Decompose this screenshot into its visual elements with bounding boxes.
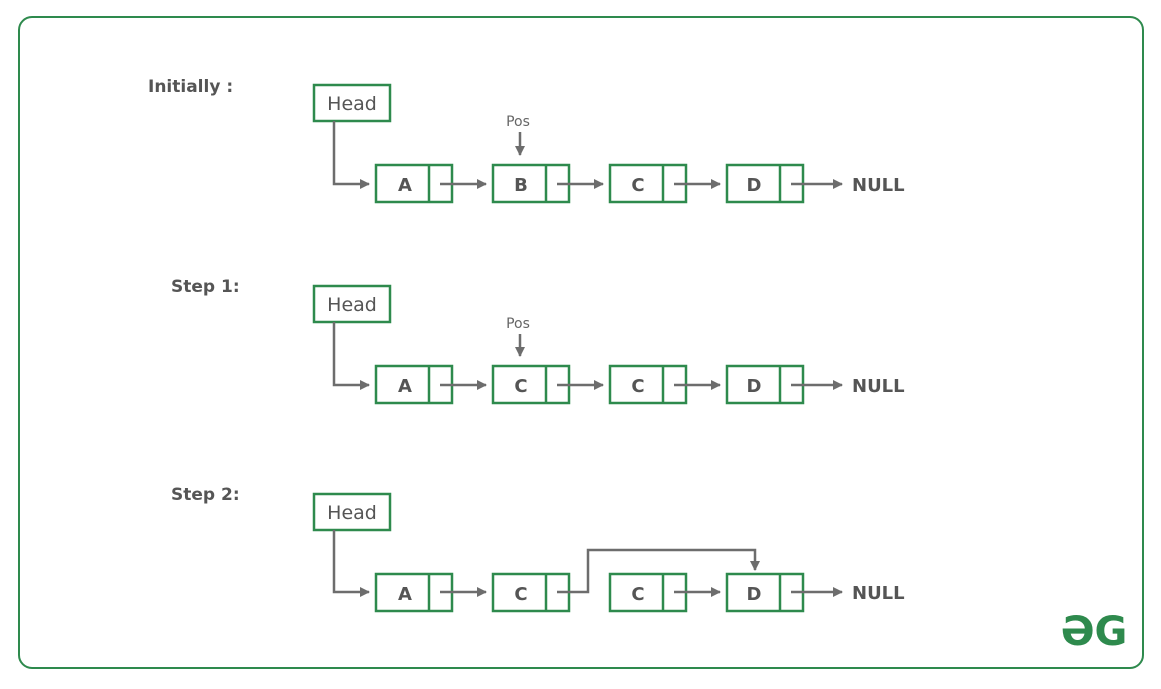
- node-box: [725, 572, 805, 613]
- head-arrow: [332, 322, 370, 390]
- node-4: D: [725, 364, 805, 405]
- node-box: [374, 572, 454, 613]
- node-4: D: [725, 163, 805, 204]
- node-value: A: [398, 376, 412, 397]
- node-2: C: [491, 364, 571, 405]
- head-arrow: [332, 530, 370, 597]
- pos-label: Pos: [506, 114, 530, 130]
- node-value: B: [514, 175, 528, 196]
- diagram-step-1: Step 1: Head Pos A C C D NULL: [171, 277, 905, 405]
- diagram-initially: Initially : Head Pos A B C D NU: [148, 77, 905, 204]
- node-1: A: [374, 572, 454, 613]
- head-arrow: [332, 121, 370, 189]
- gfg-logo: ƏG: [1061, 609, 1128, 655]
- node-value: C: [631, 376, 644, 397]
- node-value: C: [631, 584, 644, 605]
- head-label: Head: [327, 502, 377, 524]
- node-value: D: [747, 584, 762, 605]
- node-box: [491, 364, 571, 405]
- row-label: Step 1:: [171, 277, 240, 297]
- pos-label: Pos: [506, 316, 530, 332]
- node-value: C: [514, 584, 527, 605]
- node-3: C: [608, 364, 688, 405]
- bypass-arrow: [557, 548, 760, 594]
- null-label: NULL: [852, 583, 905, 604]
- node-box: [725, 364, 805, 405]
- head-label: Head: [327, 93, 377, 115]
- node-1: A: [374, 364, 454, 405]
- row-label: Step 2:: [171, 485, 240, 505]
- node-value: D: [747, 376, 762, 397]
- head-box: [312, 492, 392, 532]
- node-box: [608, 572, 688, 613]
- node-value: C: [631, 175, 644, 196]
- diagram-frame: [18, 16, 1144, 669]
- node-value: A: [398, 584, 412, 605]
- node-value: C: [514, 376, 527, 397]
- null-label: NULL: [852, 376, 905, 397]
- head-box: [312, 83, 392, 123]
- node-value: D: [747, 175, 762, 196]
- null-label: NULL: [852, 175, 905, 196]
- node-3: C: [608, 572, 688, 613]
- node-4: D: [725, 572, 805, 613]
- node-value: A: [398, 175, 412, 196]
- diagram-step-2: Step 2: Head A C C D NULL: [171, 485, 905, 613]
- head-box: [312, 284, 392, 324]
- head-label: Head: [327, 294, 377, 316]
- row-label: Initially :: [148, 77, 233, 97]
- node-box: [725, 163, 805, 204]
- node-box: [608, 364, 688, 405]
